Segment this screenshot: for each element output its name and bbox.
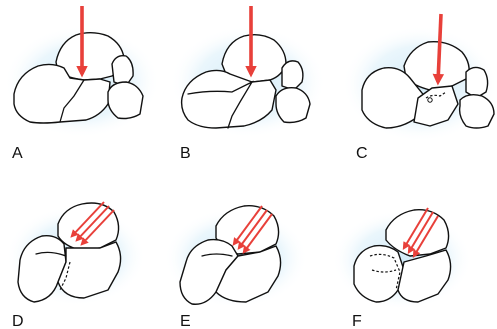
talus-bone <box>58 203 119 250</box>
panel-label-d: D <box>12 313 24 329</box>
cuboid-bone <box>276 88 310 123</box>
panel-label-f: F <box>352 313 362 329</box>
panel-label-a: A <box>12 145 23 162</box>
fracture-point <box>428 98 432 102</box>
panel-e: E <box>164 206 308 329</box>
panel-label-c: C <box>356 145 368 162</box>
panel-a: A <box>4 6 160 162</box>
panel-d: D <box>6 202 146 329</box>
panel-f: F <box>332 208 472 329</box>
navicular-bone <box>466 67 488 98</box>
navicular-bone <box>112 56 133 86</box>
panel-label-b: B <box>180 145 191 162</box>
cuboid-bone <box>108 82 143 119</box>
panel-label-e: E <box>180 313 191 329</box>
panel-b: B <box>170 6 326 162</box>
panel-c: C <box>342 14 497 162</box>
